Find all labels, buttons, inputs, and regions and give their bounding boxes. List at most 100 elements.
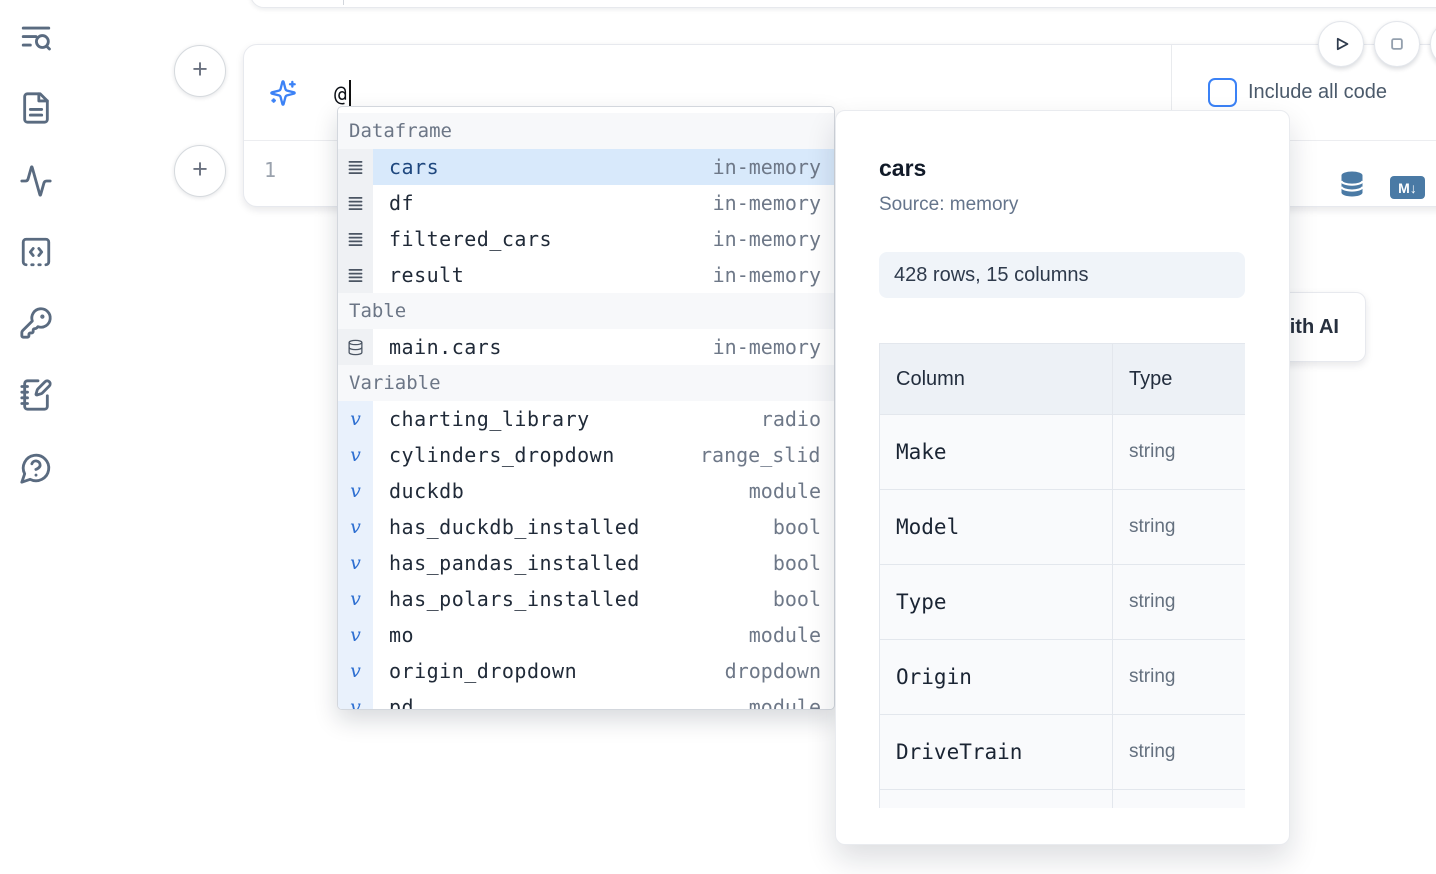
autocomplete-item-df[interactable]: df in-memory bbox=[338, 185, 834, 221]
item-type: module bbox=[749, 623, 821, 647]
variable-icon: v bbox=[338, 437, 373, 473]
item-name: duckdb bbox=[389, 479, 464, 503]
add-cell-button-top[interactable]: + bbox=[174, 45, 226, 97]
autocomplete-item-duckdb[interactable]: vduckdb module bbox=[338, 473, 834, 509]
add-cell-button-bottom[interactable]: + bbox=[174, 145, 226, 197]
column-type-cell: string bbox=[1113, 565, 1245, 640]
item-type: in-memory bbox=[713, 191, 821, 215]
item-type: radio bbox=[761, 407, 821, 431]
column-type-cell: string bbox=[1113, 490, 1245, 565]
variable-icon: v bbox=[338, 617, 373, 653]
autocomplete-item-filtered_cars[interactable]: filtered_cars in-memory bbox=[338, 221, 834, 257]
sidebar-item-file-text[interactable] bbox=[17, 91, 55, 129]
dataframe-preview-panel: cars Source: memory 428 rows, 15 columns… bbox=[835, 110, 1290, 845]
item-name: main.cars bbox=[389, 335, 502, 359]
list-search-icon bbox=[19, 21, 53, 60]
preview-table: Column Type MakestringModelstringTypestr… bbox=[879, 343, 1245, 808]
line-number: 1 bbox=[260, 158, 280, 182]
item-name: cars bbox=[389, 155, 439, 179]
autocomplete-item-has_duckdb_installed[interactable]: v has_duckdb_installed bool bbox=[338, 509, 834, 545]
column-type-cell bbox=[1113, 790, 1245, 808]
autocomplete-section-header: Variable bbox=[338, 365, 834, 401]
preview-table-row: Makestring bbox=[880, 415, 1245, 490]
variable-icon: v bbox=[338, 581, 373, 617]
run-cell-button[interactable] bbox=[1318, 21, 1364, 67]
preview-table-row: Typestring bbox=[880, 565, 1245, 640]
column-name-cell: Origin bbox=[880, 640, 1113, 715]
sidebar-item-scratchpad[interactable] bbox=[17, 378, 55, 416]
item-name: mo bbox=[389, 623, 414, 647]
item-type: bool bbox=[773, 551, 821, 575]
sidebar-item-list-search[interactable] bbox=[17, 21, 55, 59]
column-header: Column bbox=[880, 344, 1113, 415]
database-icon bbox=[338, 329, 373, 365]
autocomplete-item-charting_library[interactable]: vcharting_libraryradio bbox=[338, 401, 834, 437]
sidebar-item-key[interactable] bbox=[17, 306, 55, 344]
autocomplete-item-pd[interactable]: v pd module bbox=[338, 689, 834, 710]
column-type-cell: string bbox=[1113, 715, 1245, 790]
previous-cell-divider bbox=[343, 0, 344, 5]
item-name: pd bbox=[389, 695, 414, 710]
variable-icon: v bbox=[338, 401, 373, 437]
preview-table-wrapper: Column Type MakestringModelstringTypestr… bbox=[879, 343, 1245, 808]
preview-table-header-row: Column Type bbox=[880, 344, 1245, 415]
column-name-cell: Make bbox=[880, 415, 1113, 490]
sidebar-item-snippets[interactable] bbox=[17, 235, 55, 273]
include-all-code-label: Include all code bbox=[1248, 81, 1387, 104]
column-type-cell: string bbox=[1113, 415, 1245, 490]
variable-icon: v bbox=[338, 545, 373, 581]
help-icon bbox=[19, 451, 53, 490]
variable-icon: v bbox=[338, 509, 373, 545]
stop-button[interactable] bbox=[1374, 21, 1420, 67]
preview-table-row: DriveTrainstring bbox=[880, 715, 1245, 790]
autocomplete-section-header: Table bbox=[338, 293, 834, 329]
database-icon[interactable] bbox=[1338, 170, 1366, 200]
activity-icon bbox=[19, 164, 53, 203]
dataframe-icon bbox=[338, 257, 373, 293]
autocomplete-item-origin_dropdown[interactable]: vorigin_dropdowndropdown bbox=[338, 653, 834, 689]
column-type-cell: string bbox=[1113, 640, 1245, 715]
scratchpad-icon bbox=[19, 378, 53, 417]
preview-title: cars bbox=[879, 155, 1245, 182]
type-header: Type bbox=[1113, 344, 1245, 415]
sidebar-item-help[interactable] bbox=[17, 451, 55, 489]
column-name-cell: Model bbox=[880, 490, 1113, 565]
item-type: range_slider bbox=[700, 443, 821, 467]
preview-source: Source: memory bbox=[879, 194, 1245, 216]
column-name-cell bbox=[880, 790, 1113, 808]
item-type: module bbox=[749, 479, 821, 503]
item-type: in-memory bbox=[713, 227, 821, 251]
item-name: has_pandas_installed bbox=[389, 551, 640, 575]
autocomplete-item-cylinders_dropdown[interactable]: v cylinders_dropdown range_slider bbox=[338, 437, 834, 473]
stop-icon bbox=[1384, 31, 1410, 57]
previous-cell-bottom bbox=[250, 0, 1436, 8]
snippets-icon bbox=[19, 235, 53, 274]
preview-table-row: Modelstring bbox=[880, 490, 1245, 565]
item-type: dropdown bbox=[725, 659, 821, 683]
autocomplete-item-has_polars_installed[interactable]: vhas_polars_installedbool bbox=[338, 581, 834, 617]
item-type: in-memory bbox=[713, 155, 821, 179]
include-all-code-checkbox[interactable] bbox=[1208, 78, 1237, 107]
variable-icon: v bbox=[338, 473, 373, 509]
item-name: filtered_cars bbox=[389, 227, 552, 251]
item-name: has_duckdb_installed bbox=[389, 515, 640, 539]
item-name: cylinders_dropdown bbox=[389, 443, 615, 467]
item-name: df bbox=[389, 191, 414, 215]
dataframe-icon bbox=[338, 221, 373, 257]
file-text-icon bbox=[19, 91, 53, 130]
sidebar-item-activity[interactable] bbox=[17, 164, 55, 202]
item-type: bool bbox=[773, 515, 821, 539]
dataframe-icon bbox=[338, 185, 373, 221]
autocomplete-item-main.cars[interactable]: main.carsin-memory bbox=[338, 329, 834, 365]
autocomplete-item-result[interactable]: resultin-memory bbox=[338, 257, 834, 293]
autocomplete-item-mo[interactable]: vmo module bbox=[338, 617, 834, 653]
item-type: in-memory bbox=[713, 263, 821, 287]
column-name-cell: DriveTrain bbox=[880, 715, 1113, 790]
key-icon bbox=[19, 306, 53, 345]
item-type: module bbox=[749, 695, 821, 710]
autocomplete-item-cars[interactable]: cars in-memory bbox=[338, 149, 834, 185]
markdown-icon[interactable]: M↓ bbox=[1390, 176, 1425, 199]
variable-icon: v bbox=[338, 689, 373, 710]
ai-prompt-input[interactable]: @ bbox=[334, 80, 351, 106]
autocomplete-item-has_pandas_installed[interactable]: v has_pandas_installed bool bbox=[338, 545, 834, 581]
